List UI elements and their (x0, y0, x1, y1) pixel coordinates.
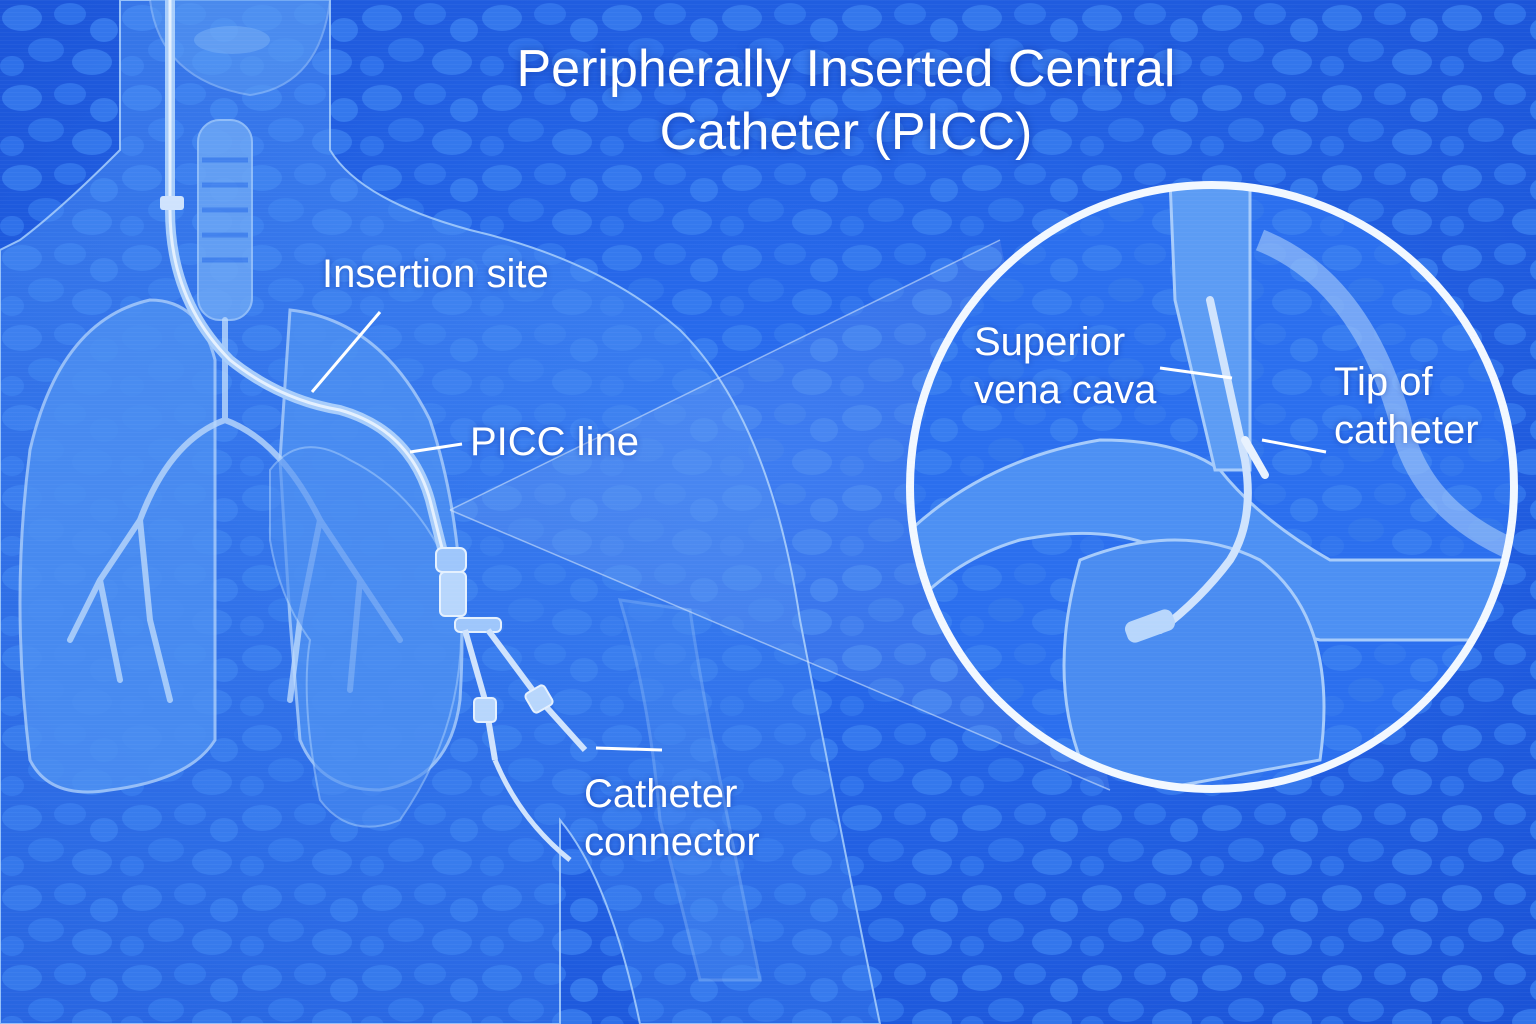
label-tip-of-catheter: Tip of catheter (1334, 360, 1479, 452)
label-catheter-connector: Catheter connector (584, 772, 760, 864)
title-line-1: Peripherally Inserted Central (516, 40, 1176, 98)
page-title: Peripherally Inserted Central Catheter (… (0, 38, 1536, 165)
label-picc-line: PICC line (470, 420, 639, 464)
title-line-2: Catheter (PICC) (659, 103, 1033, 162)
label-superior-vena-cava: Superior vena cava (974, 320, 1157, 412)
label-insertion-site: Insertion site (322, 252, 549, 296)
